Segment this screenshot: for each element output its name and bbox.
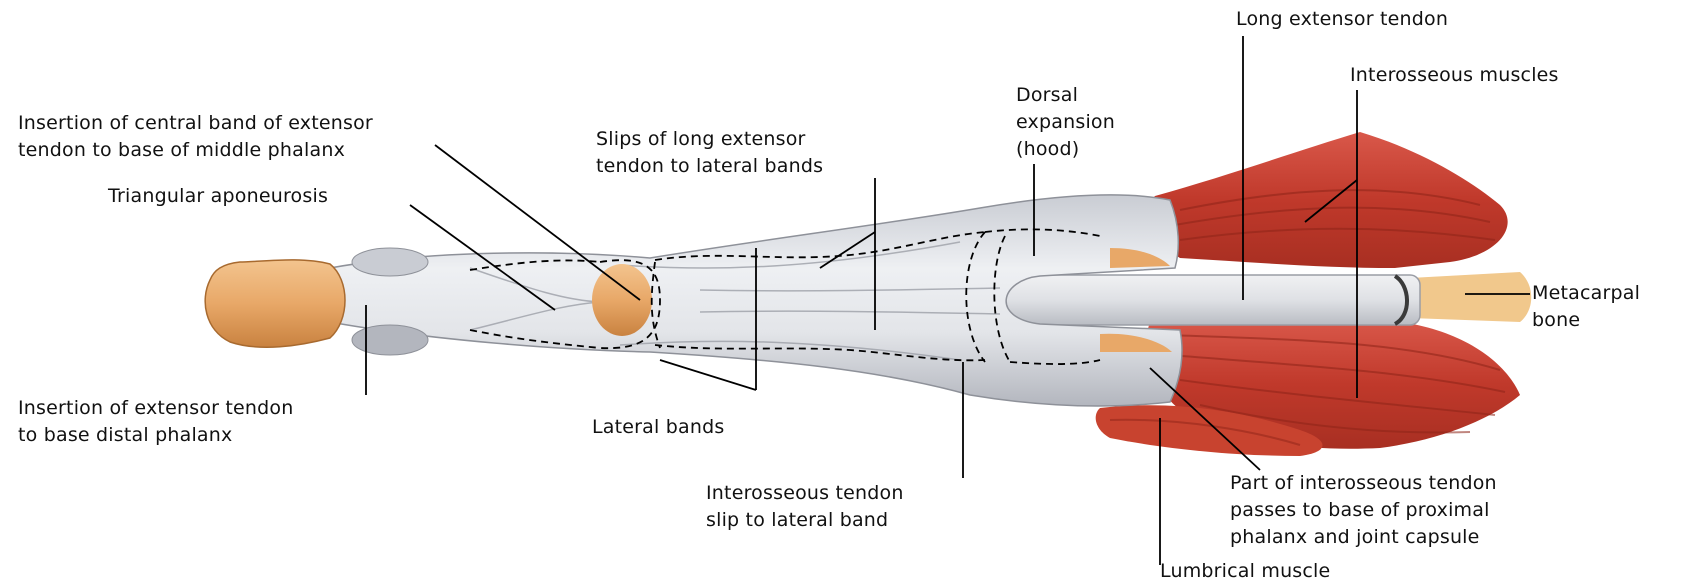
leader-lateral-bands-branch	[660, 360, 756, 390]
label-interosseous-tendon-slip: Interosseous tendon slip to lateral band	[706, 480, 904, 534]
label-long-extensor-tendon: Long extensor tendon	[1236, 6, 1448, 33]
label-interosseous-muscles: Interosseous muscles	[1350, 62, 1559, 89]
label-triangular-aponeurosis: Triangular aponeurosis	[108, 183, 328, 210]
middle-phalanx-base-shape	[592, 264, 652, 336]
label-lateral-bands: Lateral bands	[592, 414, 724, 441]
label-metacarpal-bone: Metacarpal bone	[1532, 280, 1640, 334]
label-slips-long-extensor: Slips of long extensor tendon to lateral…	[596, 126, 823, 180]
metacarpal-bone-shape	[1000, 272, 1531, 325]
label-lumbrical-muscle: Lumbrical muscle	[1160, 558, 1330, 585]
label-dorsal-expansion: Dorsal expansion (hood)	[1016, 82, 1115, 163]
label-insertion-extensor-distal: Insertion of extensor tendon to base dis…	[18, 395, 294, 449]
label-insertion-central-band: Insertion of central band of extensor te…	[18, 110, 373, 164]
label-part-interosseous-tendon: Part of interosseous tendon passes to ba…	[1230, 470, 1497, 551]
